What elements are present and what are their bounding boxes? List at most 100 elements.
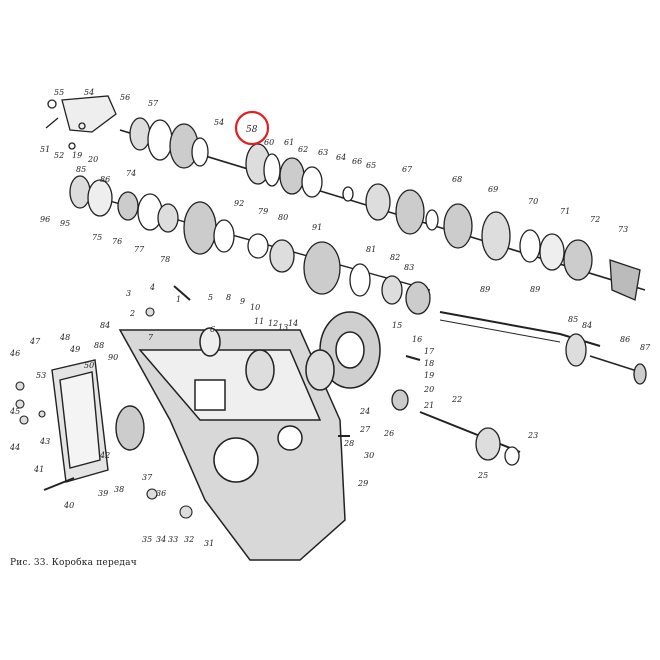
callout-2: 2 bbox=[129, 309, 135, 318]
callout-79: 79 bbox=[258, 207, 268, 216]
callout-4: 4 bbox=[149, 283, 155, 292]
callout-56: 56 bbox=[120, 93, 130, 102]
callout-18: 18 bbox=[424, 359, 434, 368]
callout-labels: 55 54 56 57 54 60 61 62 63 64 65 66 67 6… bbox=[9, 88, 651, 548]
callout-88: 88 bbox=[94, 341, 104, 350]
highlight-marker-58: 58 bbox=[234, 110, 270, 146]
callout-92: 92 bbox=[234, 199, 244, 208]
callout-85: 85 bbox=[568, 315, 578, 324]
figure-caption: Рис. 33. Коробка передач bbox=[10, 558, 137, 568]
callout-68: 68 bbox=[452, 175, 462, 184]
callout-61: 61 bbox=[284, 138, 294, 147]
callout-84-right: 84 bbox=[582, 321, 592, 330]
callout-9: 9 bbox=[240, 297, 245, 306]
callout-77: 77 bbox=[134, 245, 145, 254]
callout-19: 19 bbox=[424, 371, 434, 380]
callout-46: 46 bbox=[9, 349, 20, 358]
callout-53: 53 bbox=[36, 371, 46, 380]
callout-51: 51 bbox=[40, 145, 50, 154]
callout-24: 24 bbox=[359, 407, 370, 416]
callout-39: 39 bbox=[98, 489, 108, 498]
callout-25: 25 bbox=[477, 471, 488, 480]
callout-13: 13 bbox=[278, 323, 288, 332]
callout-31: 31 bbox=[204, 539, 214, 548]
callout-91: 91 bbox=[312, 223, 322, 232]
callout-76: 76 bbox=[112, 237, 122, 246]
callout-71: 71 bbox=[560, 207, 570, 216]
callout-19-top: 19 bbox=[72, 151, 82, 160]
callout-58: 58 bbox=[246, 125, 258, 135]
callout-22: 22 bbox=[451, 395, 462, 404]
callout-23: 23 bbox=[527, 431, 538, 440]
callout-64: 64 bbox=[336, 153, 346, 162]
callout-86-top: 86 bbox=[100, 175, 110, 184]
upper-shaft-assembly bbox=[45, 95, 646, 301]
callout-45: 45 bbox=[9, 407, 20, 416]
callout-72: 72 bbox=[590, 215, 600, 224]
callout-65: 65 bbox=[366, 161, 376, 170]
callout-21: 21 bbox=[423, 401, 434, 410]
callout-80: 80 bbox=[278, 213, 288, 222]
callout-26: 26 bbox=[383, 429, 394, 438]
callout-66: 66 bbox=[352, 157, 362, 166]
callout-36: 36 bbox=[156, 489, 166, 498]
callout-38: 38 bbox=[114, 485, 124, 494]
callout-1: 1 bbox=[176, 295, 181, 304]
callout-10: 10 bbox=[250, 303, 260, 312]
callout-28: 28 bbox=[343, 439, 354, 448]
callout-89: 89 bbox=[480, 285, 490, 294]
callout-83: 83 bbox=[404, 263, 414, 272]
callout-89b: 89 bbox=[530, 285, 540, 294]
callout-20: 20 bbox=[423, 385, 434, 394]
callout-54b: 54 bbox=[214, 118, 224, 127]
callout-35: 35 bbox=[142, 535, 152, 544]
gearbox-housing bbox=[118, 311, 381, 561]
callout-7: 7 bbox=[148, 333, 154, 342]
callout-49: 49 bbox=[69, 345, 80, 354]
callout-32: 32 bbox=[184, 535, 194, 544]
gear-cluster-2 bbox=[279, 157, 641, 301]
callout-67: 67 bbox=[402, 165, 413, 174]
side-cover-plate bbox=[51, 359, 145, 483]
callout-11: 11 bbox=[254, 317, 264, 326]
fasteners bbox=[15, 285, 421, 519]
callout-42: 42 bbox=[99, 451, 110, 460]
callout-44: 44 bbox=[9, 443, 20, 452]
callout-87: 87 bbox=[640, 343, 651, 352]
callout-50: 50 bbox=[84, 361, 94, 370]
callout-69: 69 bbox=[488, 185, 498, 194]
callout-54: 54 bbox=[84, 88, 94, 97]
callout-33: 33 bbox=[168, 535, 178, 544]
callout-70: 70 bbox=[528, 197, 538, 206]
callout-81: 81 bbox=[366, 245, 376, 254]
highlight-circle bbox=[234, 110, 270, 146]
main-shaft bbox=[439, 311, 647, 385]
callout-75: 75 bbox=[92, 233, 102, 242]
callout-63: 63 bbox=[318, 148, 328, 157]
gear-cluster-1 bbox=[129, 117, 209, 169]
callout-90: 90 bbox=[108, 353, 118, 362]
callout-27: 27 bbox=[359, 425, 371, 434]
callout-16: 16 bbox=[412, 335, 422, 344]
callout-84-left: 84 bbox=[100, 321, 110, 330]
lower-shaft-assembly bbox=[69, 175, 431, 315]
callout-3: 3 bbox=[126, 289, 131, 298]
callout-29: 29 bbox=[357, 479, 368, 488]
callout-12: 12 bbox=[268, 319, 278, 328]
callout-14: 14 bbox=[288, 319, 298, 328]
callout-37: 37 bbox=[142, 473, 153, 482]
callout-95: 95 bbox=[60, 219, 70, 228]
output-shaft bbox=[391, 389, 521, 466]
callout-15: 15 bbox=[392, 321, 402, 330]
callout-57: 57 bbox=[148, 99, 159, 108]
callout-74: 74 bbox=[126, 169, 136, 178]
callout-55: 55 bbox=[54, 88, 64, 97]
callout-5: 5 bbox=[208, 293, 213, 302]
callout-62: 62 bbox=[298, 145, 308, 154]
callout-73: 73 bbox=[618, 225, 628, 234]
callout-60: 60 bbox=[264, 138, 274, 147]
callout-40: 40 bbox=[63, 501, 74, 510]
synchronizer-58 bbox=[245, 143, 281, 187]
